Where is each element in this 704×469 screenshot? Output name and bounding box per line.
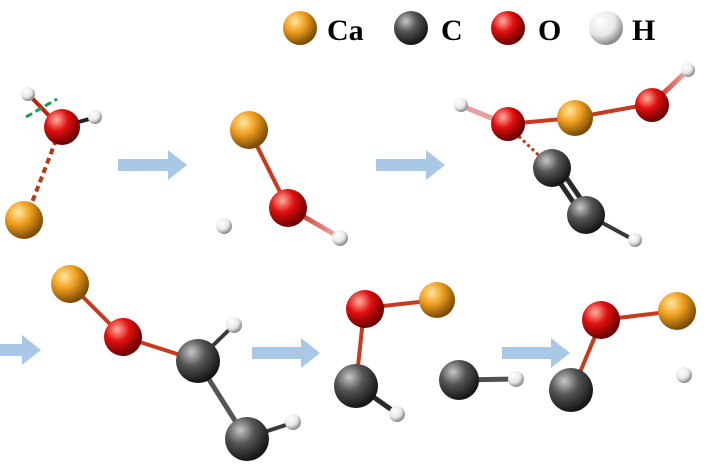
legend-item-o: O: [491, 11, 561, 47]
arrow-right-icon: [502, 338, 570, 368]
c-atom: [334, 364, 378, 408]
o-atom: [346, 290, 384, 328]
o-atom: [104, 318, 142, 356]
ca-atom: [419, 282, 455, 318]
ca-atom: [230, 111, 268, 149]
arrow-right-icon: [0, 335, 41, 365]
ca-atom: [658, 292, 696, 330]
legend-item-h: H: [589, 11, 655, 47]
h-atom: [88, 110, 102, 124]
step-5-ch-cleavage: [334, 282, 524, 422]
legend-label-c: C: [441, 14, 463, 47]
ca-atom: [51, 265, 89, 303]
arrow-right-icon: [252, 338, 320, 368]
step-6-co-formation: [549, 292, 696, 412]
ca-atom: [5, 201, 43, 239]
c-atom-icon: [394, 11, 428, 45]
legend-label-ca: Ca: [327, 14, 364, 47]
cleave-mark: [25, 97, 58, 119]
h-atom: [676, 367, 692, 383]
ca-atom: [557, 100, 593, 136]
h-atom: [226, 317, 242, 333]
c-atom: [225, 417, 269, 461]
h-atom: [389, 406, 405, 422]
step-3-acetylide-approach: [454, 63, 695, 247]
step-4-vinyl-oxide: [51, 265, 301, 461]
c-atom: [549, 368, 593, 412]
o-atom: [44, 109, 80, 145]
o-atom: [269, 189, 307, 227]
arrows: [0, 150, 570, 368]
c-atom: [439, 360, 479, 400]
o-atom: [582, 301, 620, 339]
c-atom: [176, 339, 220, 383]
c-atom: [567, 196, 605, 234]
dashed-bond-o-ca: [24, 129, 62, 219]
h-atom: [216, 218, 232, 234]
legend-label-o: O: [538, 14, 561, 47]
h-atom: [628, 233, 642, 247]
legend: Ca C O H: [283, 11, 655, 47]
ca-atom-icon: [283, 11, 317, 45]
h-atom: [332, 230, 348, 246]
h-atom: [681, 63, 695, 77]
c-atom: [533, 149, 571, 187]
h-atom: [285, 414, 301, 430]
o-atom: [635, 88, 669, 122]
step-1-water-adsorption: [5, 87, 102, 239]
legend-item-c: C: [394, 11, 463, 47]
o-atom: [491, 107, 525, 141]
h-atom: [21, 87, 35, 101]
h-atom-icon: [589, 11, 623, 45]
h-atom: [508, 371, 524, 387]
legend-label-h: H: [632, 14, 655, 47]
arrow-right-icon: [376, 150, 445, 180]
h-atom: [454, 98, 468, 112]
legend-item-ca: Ca: [283, 11, 364, 47]
arrow-right-icon: [118, 150, 187, 180]
step-2-hydroxyl-formation: [216, 111, 348, 246]
o-atom-icon: [491, 11, 525, 45]
